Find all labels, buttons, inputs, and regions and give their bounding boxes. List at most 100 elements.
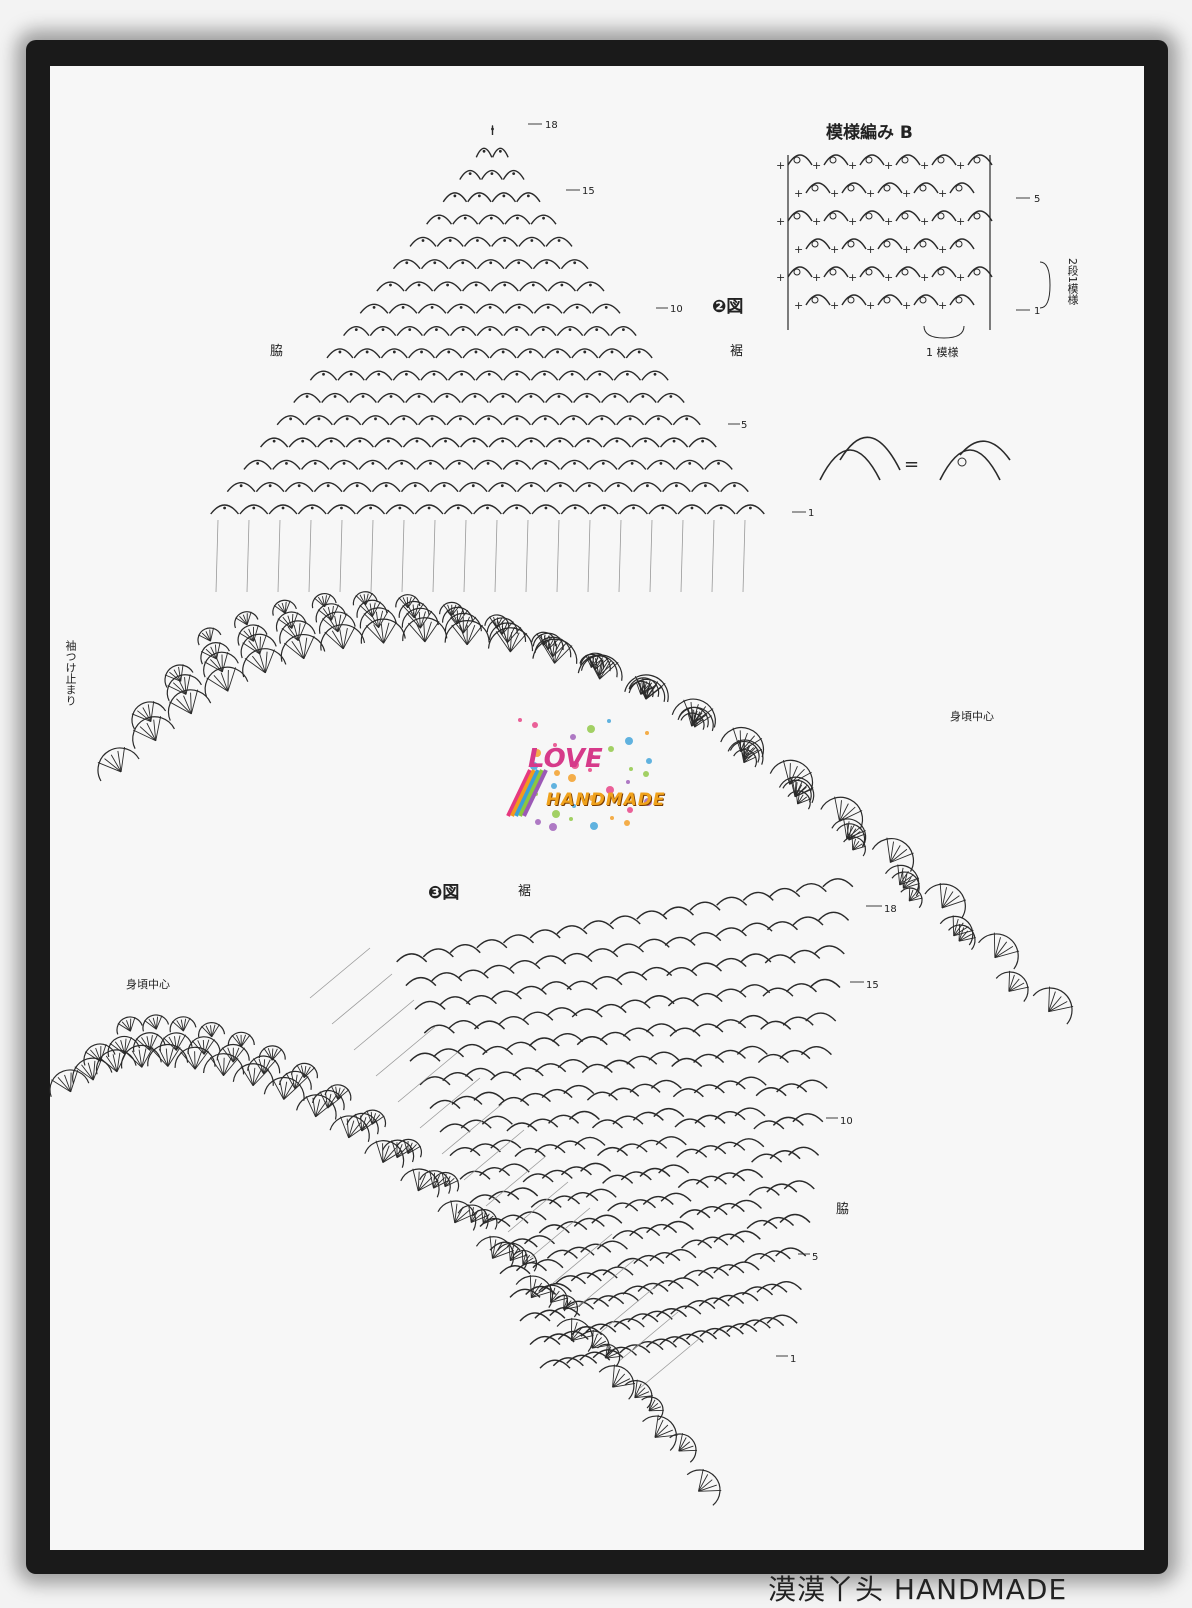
d2-arch [449,371,475,380]
pb-loop [902,157,908,163]
d3-arch [784,1181,814,1189]
d3-arch [647,1024,677,1032]
d2-arch [354,349,380,358]
d2-stitch [638,351,641,354]
d2-fan [90,740,140,783]
d2-arch [462,394,489,403]
d2-fan-spoke [457,610,468,624]
d2-stitch [515,328,518,331]
d2-arch [477,260,504,269]
d3-arch [630,1228,660,1236]
d3-fan [197,1021,224,1038]
pb-loop [794,157,800,163]
d3-fan-spoke [650,1420,668,1437]
sparkle-dot [552,810,560,818]
pb-loop [902,213,908,219]
d3-arch [475,1021,505,1029]
d2-arch [547,483,575,492]
d2-fan-spoke [1004,975,1019,991]
d3-arch [592,1120,622,1128]
d2-arch [390,416,417,425]
pb-plus: + [776,215,785,228]
d2-fan-spoke [467,625,475,645]
d2-stitch [489,306,492,309]
d3-arch [608,1203,638,1211]
d3-fan-spoke [602,1347,614,1358]
d2-stitch [318,417,321,420]
d3-arch [638,1283,668,1291]
d2-arch [240,505,268,514]
d2-arch [410,237,436,246]
d2-stitch [398,507,401,510]
d2-arch [406,394,433,403]
d3-arch [729,1262,759,1270]
label-body-center-d3: 身頃中心 [126,976,170,992]
d3-fan [175,1047,216,1070]
d2-fan-spoke [299,636,319,659]
sparkle-dot [643,771,649,777]
d3-arch [525,1236,555,1244]
d3-arch [564,1247,594,1255]
d2-stitch [489,261,492,264]
pb-loop [920,297,926,303]
d2-arch [388,460,415,469]
d2-stitch [527,194,530,197]
d2-arch [359,460,386,469]
sparkle-dot [607,719,611,723]
d3-arch [477,940,507,948]
d2-arch [620,505,648,514]
d2-stitch [311,507,314,510]
d3-arch [714,1204,744,1212]
d2-stitch [603,507,606,510]
d2-stitch [449,239,452,242]
d2-stitch [516,217,519,220]
d2-arch [673,416,700,425]
d2-arch [642,371,668,380]
pb-plus: + [848,215,857,228]
d2-stitch [490,217,493,220]
pb-plus: + [866,243,875,256]
d3-arch [523,1012,553,1020]
d2-stitch [503,284,506,287]
d2-arch [302,460,329,469]
d3-arch [661,1193,691,1201]
d2-join-line [557,520,559,592]
d2-stitch [460,306,463,309]
d3-arch [752,1154,782,1162]
d2-arch [532,416,559,425]
d2-fan-spoke [1009,979,1024,995]
d2-arch [546,438,573,447]
d2-arch [626,349,652,358]
d3-arch [603,1267,633,1275]
d2-arch [546,394,573,403]
sparkle-dot [610,816,614,820]
d2-arch [362,416,389,425]
d3-arch [770,1151,800,1159]
d2-stitch [499,150,502,153]
d2-arch [322,394,349,403]
d2-arch [450,327,475,336]
d2-arch [397,327,422,336]
d2-arch [447,416,474,425]
label-suso-d2: 裾 [730,340,743,359]
d2-arch [449,260,476,269]
d2-stitch [532,284,535,287]
pb-plus: + [812,215,821,228]
d2-arch [519,237,545,246]
pb-row-brace [1040,262,1050,308]
d3-arch [397,954,427,962]
d2-fan [995,965,1035,1003]
pb-loop [848,185,854,191]
d2-stitch [459,417,462,420]
d2-arch [256,483,284,492]
d2-stitch [475,284,478,287]
d2-arch [227,483,255,492]
d2-arch [504,327,529,336]
d2-stitch [289,417,292,420]
d3-arch [727,1324,757,1332]
d3-arch [659,1165,689,1173]
d2-arch [277,416,304,425]
d2-arch [310,371,336,380]
pb-plus: + [794,299,803,312]
d2-arch [477,327,502,336]
